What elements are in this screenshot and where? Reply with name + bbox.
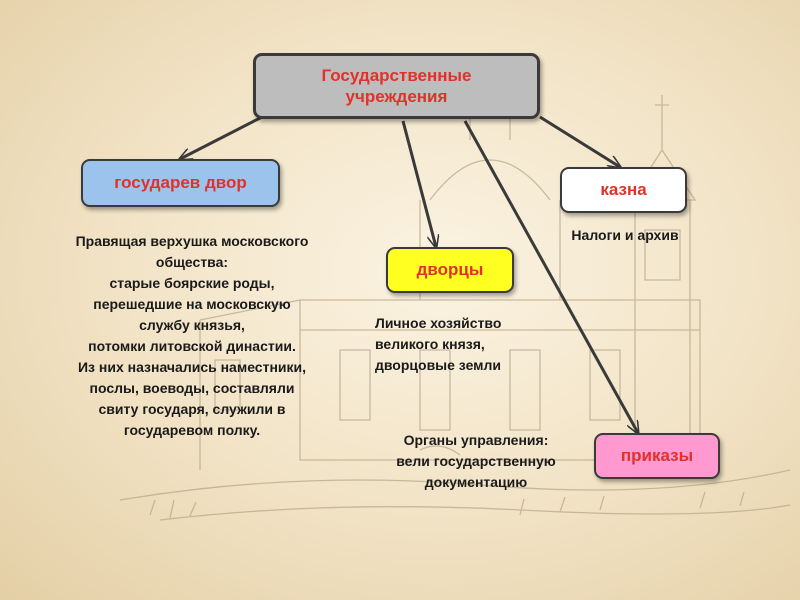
arrow-to-dvor <box>180 115 263 159</box>
node-kazna-label: казна <box>600 180 647 199</box>
node-prikazy: приказы <box>594 433 720 479</box>
description-dvortsy: Личное хозяйство великого князя, дворцов… <box>375 315 502 373</box>
node-gosudarev-dvor: государев двор <box>81 159 280 207</box>
root-node-gosudarstvennye-uchrezhdeniya: Государственные учреждения <box>253 53 540 119</box>
arrow-to-prikazy <box>463 120 638 433</box>
node-kazna: казна <box>560 167 687 213</box>
node-gosudarev-dvor-label: государев двор <box>114 173 247 192</box>
node-dvortsy: дворцы <box>386 247 514 293</box>
description-prikazy: Органы управления: вели государственную … <box>396 432 556 490</box>
node-prikazy-label: приказы <box>620 446 694 465</box>
description-kazna: Налоги и архив <box>571 227 679 243</box>
node-dvortsy-label: дворцы <box>416 260 484 279</box>
description-gosudarev-dvor: Правящая верхушка московского общества: … <box>75 233 309 438</box>
arrow-to-kazna <box>539 115 620 167</box>
arrow-to-dvortsy <box>401 120 436 247</box>
root-node-label: Государственные учреждения <box>321 66 472 106</box>
